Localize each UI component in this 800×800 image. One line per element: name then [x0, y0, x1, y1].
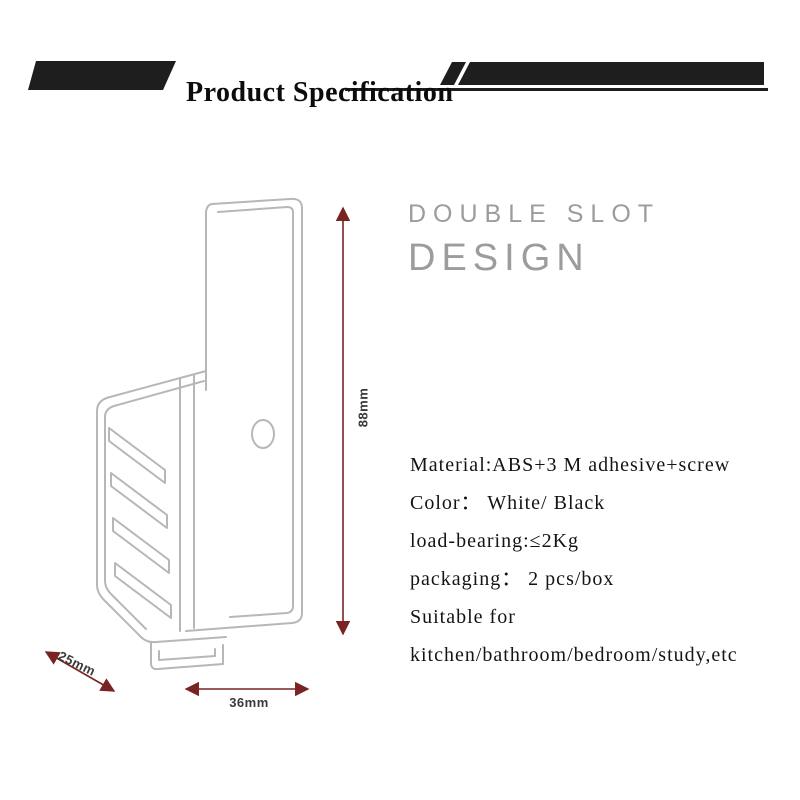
spec-text-block: Material:ABS+3 M adhesive+screw Color： W…	[410, 446, 738, 674]
back-plate-inner-line	[217, 206, 294, 618]
depth-dimension-arrow	[44, 651, 116, 692]
page-title: Product Specification	[186, 76, 454, 108]
banner-underline	[345, 88, 768, 91]
spec-line-packaging: packaging： 2 pcs/box	[410, 568, 615, 590]
back-plate-outline	[185, 197, 303, 632]
dimension-width-label: 36mm	[229, 695, 269, 710]
spec-line-rooms: kitchen/bathroom/bedroom/study,etc	[410, 644, 738, 666]
dimension-arrows	[44, 206, 351, 697]
back-plate-left-edge	[205, 203, 213, 391]
bottom-hook-outline	[150, 642, 224, 671]
wall-mount-holder-drawing	[96, 197, 303, 671]
spec-line-suitable-for: Suitable for	[410, 606, 516, 628]
vent-slot-3	[112, 517, 170, 574]
design-headline-line2: DESIGN	[408, 237, 590, 279]
spec-line-load-bearing: load-bearing:≤2Kg	[410, 530, 580, 552]
spec-line-color: Color： White/ Black	[410, 492, 606, 514]
vent-slot-1	[108, 427, 166, 484]
banner-right-shape	[458, 62, 764, 85]
front-pocket-outline	[96, 370, 227, 644]
bottom-hook-inner-line	[158, 648, 216, 661]
spec-line-material: Material:ABS+3 M adhesive+screw	[410, 454, 731, 476]
dimension-height-label: 88mm	[355, 387, 371, 428]
banner-left-shape	[28, 61, 176, 90]
banner-right-sliver	[440, 62, 466, 85]
design-headline-line1: DOUBLE SLOT	[408, 200, 661, 228]
design-headline: DOUBLE SLOT DESIGN	[408, 200, 660, 280]
vent-slot-2	[110, 472, 168, 529]
screw-hole	[251, 419, 275, 449]
vent-slot-4	[114, 562, 172, 619]
front-pocket-inner-line	[104, 380, 205, 630]
